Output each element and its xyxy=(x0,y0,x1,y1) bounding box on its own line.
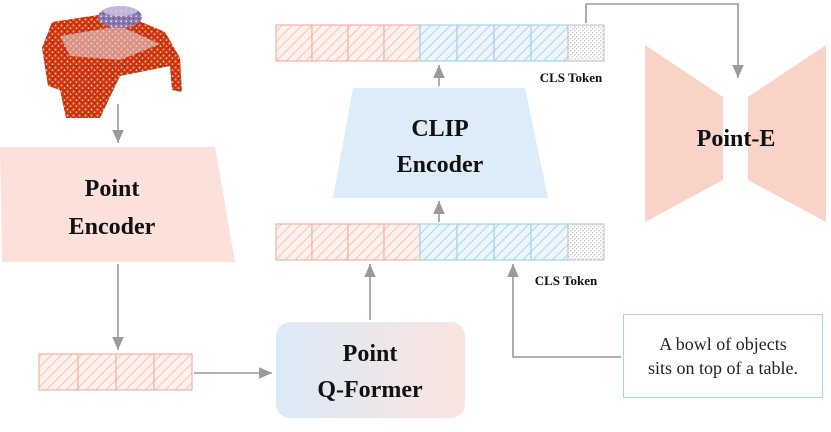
token-cell xyxy=(493,223,532,261)
clip-encoder-block: CLIP Encoder xyxy=(333,88,548,198)
cls-token-label-bottom: CLS Token xyxy=(535,273,598,288)
arrow-caption-to-tokens xyxy=(507,264,621,358)
token-cell xyxy=(456,24,495,62)
token-cell xyxy=(456,223,495,261)
caption-line-1: A bowl of objects xyxy=(659,334,787,354)
token-cell xyxy=(493,24,532,62)
point-e-label: Point-E xyxy=(697,126,776,152)
point-cloud-image xyxy=(42,6,182,118)
token-cell xyxy=(311,223,349,261)
token-cell xyxy=(347,24,385,62)
q-former-block: Point Q-Former xyxy=(276,322,465,418)
point-encoder-block: Point Encoder xyxy=(0,147,235,262)
token-cell xyxy=(153,353,193,391)
token-cell xyxy=(275,24,313,62)
token-cell xyxy=(530,223,569,261)
token-cell xyxy=(38,353,79,391)
clip-input-token-row xyxy=(275,223,605,261)
arrows xyxy=(112,3,744,379)
point-e-block: Point-E xyxy=(645,45,826,222)
point-feature-token-row xyxy=(38,353,193,391)
clip-output-token-row xyxy=(275,24,605,62)
token-cell xyxy=(77,353,117,391)
point-encoder-label-line2: Encoder xyxy=(69,214,156,240)
clip-encoder-label-line2: Encoder xyxy=(397,152,484,178)
q-former-label-line2: Q-Former xyxy=(317,377,423,403)
token-cell xyxy=(530,24,569,62)
cls-token-label-top: CLS Token xyxy=(540,70,603,85)
token-cell xyxy=(311,24,349,62)
token-cell xyxy=(383,24,421,62)
text-caption-box: A bowl of objects sits on top of a table… xyxy=(623,314,823,398)
caption-line-2: sits on top of a table. xyxy=(648,358,798,378)
token-cell xyxy=(383,223,421,261)
arrow-cls-to-point-e xyxy=(585,3,744,78)
clip-encoder-label-line1: CLIP xyxy=(411,116,468,142)
token-cell xyxy=(115,353,155,391)
token-cell xyxy=(275,223,313,261)
token-cell xyxy=(347,223,385,261)
token-cell xyxy=(419,223,458,261)
q-former-label-line1: Point xyxy=(343,341,398,367)
cls-token-cell xyxy=(567,24,605,62)
point-encoder-label-line1: Point xyxy=(85,176,140,202)
cls-token-cell xyxy=(567,223,605,261)
token-cell xyxy=(419,24,458,62)
